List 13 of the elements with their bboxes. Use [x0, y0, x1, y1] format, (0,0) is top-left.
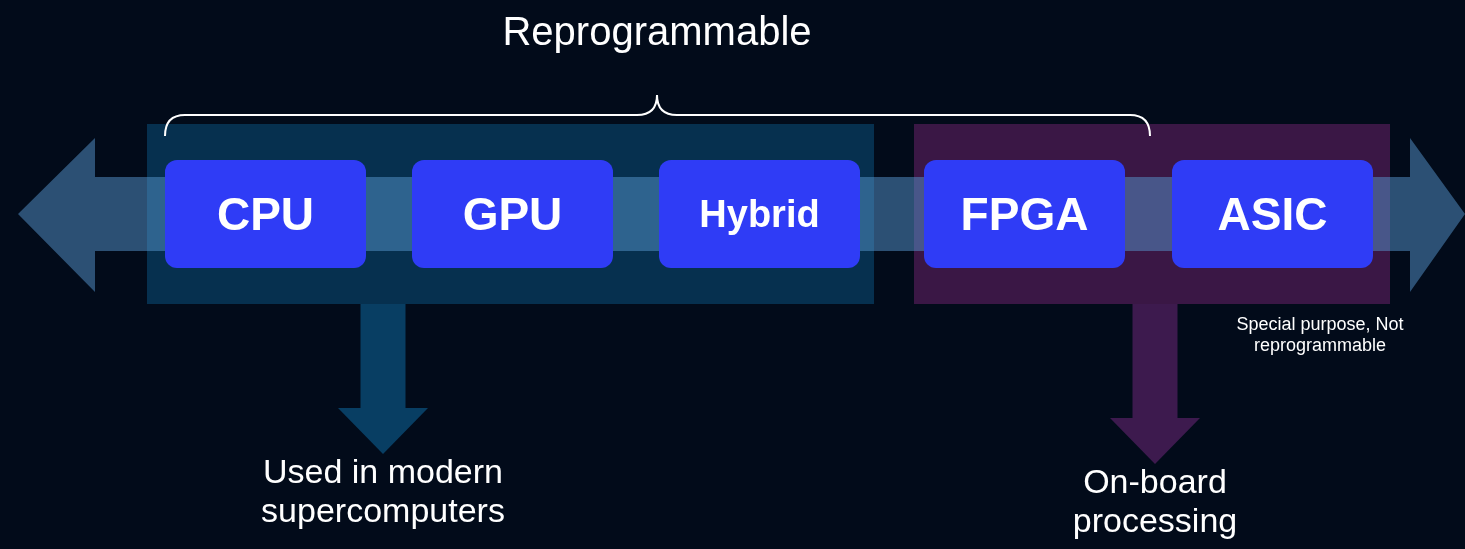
process-box: ASIC [1172, 160, 1373, 268]
process-box: GPU [412, 160, 613, 268]
node-text: On-board processing [1015, 462, 1295, 546]
arrow [1110, 304, 1200, 464]
process-box: FPGA [924, 160, 1125, 268]
node-text: Used in modern supercomputers [213, 452, 553, 532]
arrow [338, 304, 428, 454]
process-box: Hybrid [659, 160, 860, 268]
bracket-label: Reprogrammable [501, 8, 813, 54]
group-panel [914, 124, 1390, 304]
process-box: CPU [165, 160, 366, 268]
note-text: Special purpose, Not reprogrammable [1235, 314, 1405, 356]
group-panel [147, 124, 874, 304]
